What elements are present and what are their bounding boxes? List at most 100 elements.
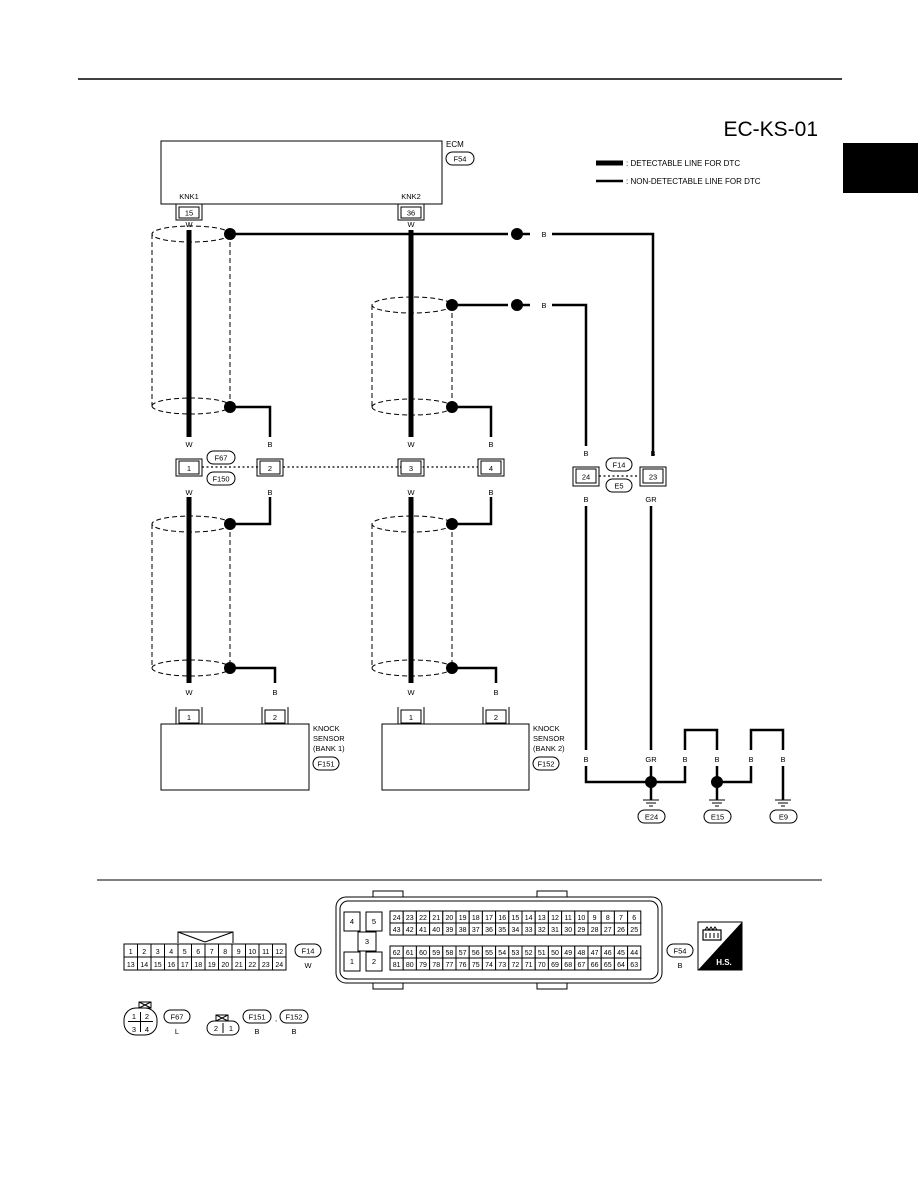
f54-cell	[627, 922, 642, 936]
f54-pin-label: 61	[406, 950, 414, 957]
connector-f14-face: 113214315416517618719820921102211231224 …	[123, 931, 322, 971]
wire-color-w: W	[185, 488, 193, 497]
e5-label: E5	[614, 482, 623, 491]
f54-pin-label: 35	[498, 927, 506, 934]
wire-color-w: W	[407, 688, 415, 697]
wire-color-b: B	[488, 440, 493, 449]
f14-pin-23: 23	[639, 466, 667, 487]
svg-text:4: 4	[145, 1025, 149, 1034]
f54-pin-label: 69	[551, 962, 559, 969]
f54-pin-label: 7	[619, 915, 623, 922]
wire-color-w: W	[185, 688, 193, 697]
f54-pin-label: 72	[512, 962, 520, 969]
f14-label: F14	[613, 461, 626, 470]
f54-pin-label: 71	[525, 962, 533, 969]
f54-pin-label: 19	[459, 915, 467, 922]
wire-color-b: B	[583, 495, 588, 504]
f54-pin-label: 44	[630, 950, 638, 957]
f54-pin-label: 21	[432, 915, 440, 922]
f14-pin-label: 14	[140, 962, 148, 969]
svg-text:1: 1	[229, 1024, 233, 1033]
bank1-signal-wire: W W W W	[185, 220, 193, 697]
f14-pin-label: 15	[154, 962, 162, 969]
f54-pin-label: 74	[485, 962, 493, 969]
joint-connector-top-label: F67	[215, 454, 228, 463]
f14-face-color: W	[304, 961, 312, 970]
f54-pin-label: 27	[604, 927, 612, 934]
f54-pin-label: 20	[446, 915, 454, 922]
joint-pin-4: 4	[477, 458, 505, 477]
f54-pin-label: 53	[512, 950, 520, 957]
f54-pin-label: 68	[564, 962, 572, 969]
hs-badge: H.S.	[697, 921, 743, 971]
f14-pin-label: 11	[262, 949, 269, 956]
f54-pin-label: 77	[446, 962, 454, 969]
f54-pin-label: 36	[485, 927, 493, 934]
ecm-connector-label: F54	[454, 155, 467, 164]
f54-pin-label: 39	[446, 927, 454, 934]
f151-f152-separator: ,	[275, 1014, 277, 1023]
f54-pin-label: 65	[604, 962, 612, 969]
shield-drain-wires: B B B B B B B B B B B B GR	[224, 228, 786, 800]
ecm-label: ECM	[446, 140, 464, 149]
f14-pin-label: 8	[223, 949, 227, 956]
wire-color-w: W	[185, 440, 193, 449]
f14-cell	[272, 956, 287, 971]
hs-badge-label: H.S.	[716, 958, 732, 967]
ground-e15: E15	[703, 782, 732, 824]
f14-pin-label: 1	[129, 949, 133, 956]
joint-pin-2: 2	[256, 458, 284, 477]
joint-pin-1: 1	[175, 458, 203, 477]
f14-pin-label: 23	[262, 962, 270, 969]
legend: : DETECTABLE LINE FOR DTC : NON-DETECTAB…	[596, 159, 761, 186]
joint-connector-bottom-label: F150	[212, 475, 229, 484]
connector-f151-f152-face: 2 1 F151 , F152 B B	[206, 1009, 309, 1036]
f54-pin-label: 38	[459, 927, 467, 934]
f54-pin-label: 64	[617, 962, 625, 969]
ground-e9-label: E9	[779, 813, 788, 822]
wire-color-b: B	[267, 488, 272, 497]
f14-pin-label: 2	[142, 949, 146, 956]
svg-text:2: 2	[214, 1024, 218, 1033]
f54-pin-label: 11	[565, 915, 572, 922]
svg-text:3: 3	[132, 1025, 136, 1034]
f54-pin-label: 47	[591, 950, 599, 957]
f54-pin-label: 41	[419, 927, 427, 934]
f54-pin-label: 40	[432, 927, 440, 934]
f54-face-color: B	[677, 961, 682, 970]
f14-pin-label: 24	[275, 962, 283, 969]
svg-text:2: 2	[372, 957, 376, 966]
ecm-block: ECM F54 KNK1 KNK2 15 36	[160, 140, 475, 221]
f54-cell	[627, 957, 642, 971]
ground-e15-label: E15	[711, 813, 724, 822]
f14-pin-label: 18	[194, 962, 202, 969]
f54-pin-label: 57	[459, 950, 467, 957]
wire-color-w: W	[407, 488, 415, 497]
wire-color-w: W	[185, 220, 193, 229]
wire-color-b: B	[541, 230, 546, 239]
f14-pin-label: 16	[167, 962, 175, 969]
f14-pin-label: 10	[248, 949, 256, 956]
f54-pin-label: 25	[630, 927, 638, 934]
f67-face-color: L	[175, 1027, 179, 1036]
wire-color-b: B	[272, 688, 277, 697]
f14-pin-label: 20	[221, 962, 229, 969]
f54-pin-label: 48	[578, 950, 586, 957]
f152-face-label: F152	[285, 1013, 302, 1022]
f54-pin-label: 24	[393, 915, 401, 922]
f14-bubble	[605, 457, 633, 472]
wire-color-gr: GR	[645, 755, 657, 764]
f14-pin-label: 4	[169, 949, 173, 956]
legend-non-detectable-label: : NON-DETECTABLE LINE FOR DTC	[626, 177, 761, 186]
wire-color-w: W	[407, 220, 415, 229]
joint-connector-f14-e5: 24 23 F14 E5	[572, 457, 667, 493]
f54-pin-label: 67	[578, 962, 586, 969]
f54-pin-label: 8	[606, 915, 610, 922]
f152-face-color: B	[291, 1027, 296, 1036]
sensor1-connector-label: F151	[317, 760, 334, 769]
f54-pin-label: 50	[551, 950, 559, 957]
f54-pin-label: 43	[393, 927, 401, 934]
svg-text:5: 5	[372, 917, 376, 926]
wire-color-b: B	[583, 449, 588, 458]
